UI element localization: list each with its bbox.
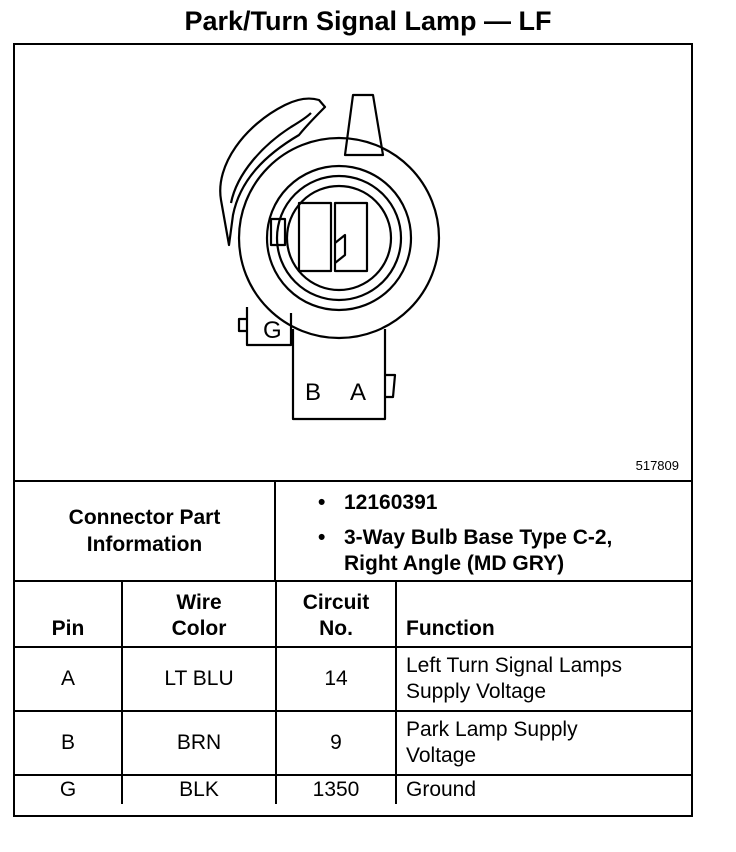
cell-circuit: 9 bbox=[275, 710, 397, 776]
terminal-right bbox=[333, 201, 369, 273]
cell-circuit: 14 bbox=[275, 646, 397, 712]
cell-function: Left Turn Signal Lamps Supply Voltage bbox=[395, 646, 691, 712]
table-row: B BRN 9 Park Lamp Supply Voltage bbox=[15, 710, 691, 776]
connector-info-label-line1: Connector Part bbox=[68, 506, 221, 529]
pinout-table: Pin Wire Color Circuit No. Function A LT… bbox=[15, 582, 691, 804]
header-function: Function bbox=[395, 582, 691, 648]
connector-info-label: Connector Part Information bbox=[15, 482, 276, 580]
body-ring bbox=[265, 164, 413, 312]
socket bbox=[275, 174, 403, 302]
terminal-notch bbox=[334, 233, 347, 264]
connector-info-label-line2: Information bbox=[86, 533, 203, 556]
body-outer bbox=[237, 136, 441, 340]
cell-function: Park Lamp Supply Voltage bbox=[395, 710, 691, 776]
table-row: A LT BLU 14 Left Turn Signal Lamps Suppl… bbox=[15, 646, 691, 712]
figure-number: 517809 bbox=[635, 458, 679, 473]
table-header-row: Pin Wire Color Circuit No. Function bbox=[15, 582, 691, 648]
table-row: G BLK 1350 Ground bbox=[15, 774, 691, 804]
connector-drawing bbox=[219, 93, 441, 421]
cell-pin: A bbox=[15, 646, 123, 712]
header-wire-color: Wire Color bbox=[121, 582, 277, 648]
terminal-left bbox=[297, 201, 333, 273]
latch-arm-inner bbox=[229, 112, 312, 204]
cell-wire-color: LT BLU bbox=[121, 646, 277, 712]
cell-pin: B bbox=[15, 710, 123, 776]
g-tab bbox=[245, 307, 293, 347]
pin-label-b: B bbox=[305, 379, 322, 406]
socket-inner bbox=[285, 184, 393, 292]
part-number: 12160391 bbox=[344, 491, 438, 514]
top-key bbox=[343, 93, 385, 157]
cell-pin: G bbox=[15, 774, 123, 804]
bullet-icon: • bbox=[318, 526, 326, 549]
connector-card: G B A 517809 Connector Part Information … bbox=[13, 43, 693, 817]
lower-housing-step bbox=[385, 373, 397, 399]
header-pin: Pin bbox=[15, 582, 123, 648]
pin-label-a: A bbox=[350, 379, 367, 406]
cell-wire-color: BLK bbox=[121, 774, 277, 804]
connector-info-values: • 12160391 • 3-Way Bulb Base Type C-2, R… bbox=[276, 482, 691, 580]
cell-wire-color: BRN bbox=[121, 710, 277, 776]
description-line1: 3-Way Bulb Base Type C-2, bbox=[344, 526, 613, 549]
latch-arm bbox=[219, 97, 327, 247]
terminal-small bbox=[269, 217, 287, 247]
cell-circuit: 1350 bbox=[275, 774, 397, 804]
header-circuit-no: Circuit No. bbox=[275, 582, 397, 648]
connector-part-info: Connector Part Information • 12160391 • … bbox=[15, 482, 691, 582]
cell-function: Ground bbox=[395, 774, 691, 804]
g-tab-nub bbox=[237, 317, 247, 333]
page-title: Park/Turn Signal Lamp — LF bbox=[184, 6, 552, 36]
connector-diagram: G B A 517809 bbox=[15, 45, 691, 482]
bullet-icon: • bbox=[318, 491, 326, 514]
pin-label-g: G bbox=[263, 317, 282, 344]
description-line2: Right Angle (MD GRY) bbox=[344, 552, 565, 575]
